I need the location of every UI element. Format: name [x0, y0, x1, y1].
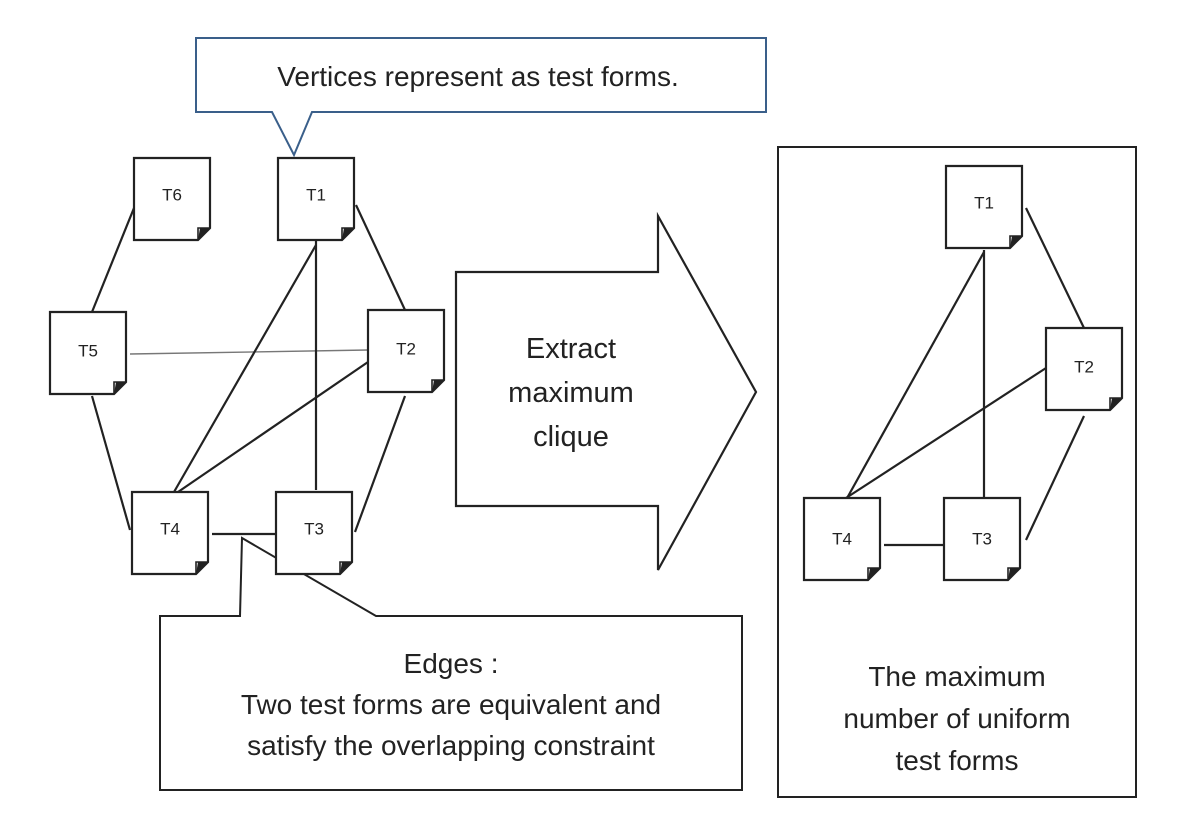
- left-graph-edges: [90, 204, 407, 536]
- svg-text:T1: T1: [306, 185, 326, 204]
- result-caption-line3: test forms: [896, 745, 1019, 776]
- result-caption-line2: number of uniform: [843, 703, 1070, 734]
- edges-callout-line1: Two test forms are equivalent and: [241, 689, 661, 720]
- svg-text:T6: T6: [162, 185, 182, 204]
- svg-text:T2: T2: [1074, 357, 1094, 376]
- result-node-t4: T4: [802, 496, 882, 582]
- edge-t5-t2: [129, 349, 369, 355]
- result-panel: T1 T2 T4 T3 The maximum number of unifor…: [777, 146, 1137, 798]
- svg-text:T4: T4: [160, 519, 180, 538]
- edges-callout: Edges : Two test forms are equivalent an…: [159, 536, 743, 791]
- node-t5: T5: [48, 310, 128, 396]
- node-t4: T4: [130, 490, 210, 576]
- svg-text:T3: T3: [304, 519, 324, 538]
- svg-text:T5: T5: [78, 341, 98, 360]
- result-edge-t2-t3: [1025, 415, 1085, 541]
- node-t1: T1: [276, 156, 356, 242]
- result-edges: [845, 207, 1085, 547]
- svg-text:T2: T2: [396, 339, 416, 358]
- edges-callout-title: Edges :: [404, 648, 499, 679]
- left-graph-nodes: T6 T1 T5 T2 T4 T3: [48, 156, 446, 576]
- edges-callout-line2: satisfy the overlapping constraint: [247, 730, 655, 761]
- result-edge-t1-t2: [1025, 207, 1085, 329]
- extract-arrow: Extract maximum clique: [454, 211, 758, 571]
- result-caption-line1: The maximum: [868, 661, 1045, 692]
- node-t6: T6: [132, 156, 212, 242]
- svg-text:T4: T4: [832, 529, 852, 548]
- result-node-t1: T1: [944, 164, 1024, 250]
- arrow-label-line3: clique: [533, 421, 609, 453]
- vertices-callout: Vertices represent as test forms.: [195, 37, 767, 158]
- edge-t2-t3: [353, 395, 407, 533]
- edge-t5-t4: [90, 395, 132, 531]
- node-t3: T3: [274, 490, 354, 576]
- result-node-t2: T2: [1044, 326, 1124, 412]
- edge-t1-t4: [173, 244, 317, 493]
- arrow-label-line1: Extract: [526, 333, 616, 365]
- arrow-label-line2: maximum: [508, 377, 634, 409]
- edge-t6-t5: [90, 207, 136, 313]
- result-edge-t1-t4: [845, 251, 985, 501]
- result-node-t3: T3: [942, 496, 1022, 582]
- edge-t1-t2: [355, 204, 406, 311]
- vertices-callout-text: Vertices represent as test forms.: [277, 61, 679, 92]
- svg-text:T1: T1: [974, 193, 994, 212]
- result-edge-t2-t4: [845, 367, 1047, 499]
- node-t2: T2: [366, 308, 446, 394]
- svg-text:T3: T3: [972, 529, 992, 548]
- edge-t2-t4: [177, 361, 369, 493]
